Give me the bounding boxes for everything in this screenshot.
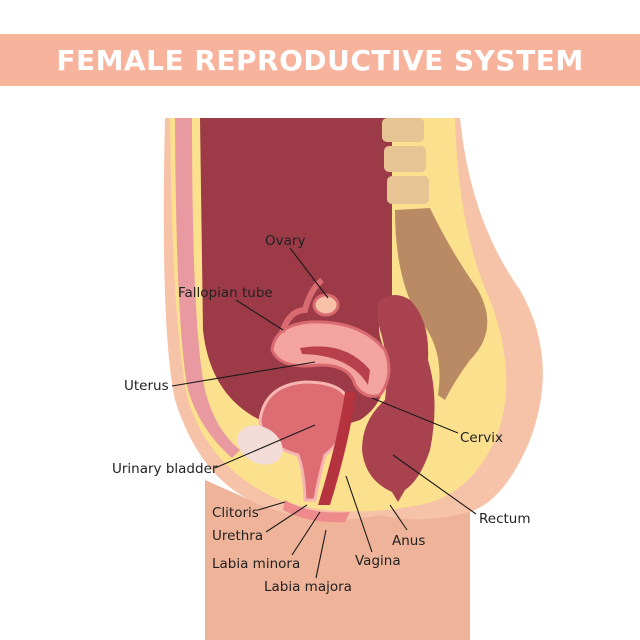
- page-title: FEMALE REPRODUCTIVE SYSTEM: [56, 43, 584, 77]
- label-urinary-bladder: Urinary bladder: [112, 461, 218, 477]
- vagina-organ: [318, 392, 356, 505]
- rectum-organ: [362, 295, 435, 502]
- label-anus: Anus: [392, 533, 425, 549]
- fallopian-tube-organ: [279, 277, 325, 334]
- label-fallopian-tube: Fallopian tube: [178, 285, 273, 301]
- spine-vertebrae: [382, 118, 429, 204]
- vulva: [283, 500, 350, 523]
- label-uterus: Uterus: [124, 378, 169, 394]
- label-ovary: Ovary: [265, 233, 305, 249]
- legs: [205, 480, 470, 640]
- label-clitoris: Clitoris: [212, 505, 259, 521]
- abdominal-wall: [175, 118, 240, 458]
- title-banner: FEMALE REPRODUCTIVE SYSTEM: [0, 34, 640, 86]
- pubic-bone: [237, 425, 283, 465]
- uterus-organ: [270, 320, 391, 398]
- sacrum: [395, 208, 488, 400]
- label-labia-minora: Labia minora: [212, 556, 300, 572]
- label-urethra: Urethra: [212, 528, 263, 544]
- ovary-organ: [312, 293, 340, 317]
- label-rectum: Rectum: [479, 511, 531, 527]
- label-labia-majora: Labia majora: [264, 579, 352, 595]
- uterine-cavity: [300, 346, 370, 385]
- label-vagina: Vagina: [355, 553, 401, 569]
- leader-lines: [171, 247, 477, 579]
- bladder-organ: [258, 380, 352, 502]
- label-cervix: Cervix: [460, 430, 503, 446]
